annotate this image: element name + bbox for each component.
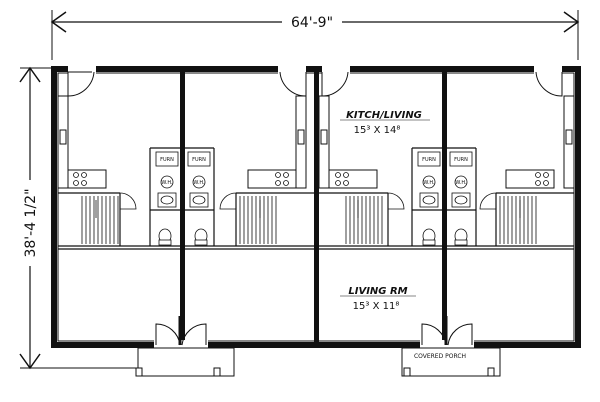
kitchen-living-label: KITCH/LIVING xyxy=(346,110,422,121)
furnace-labels: FURN FURN FURN FURN W.H. W.H. W.H. W.H. xyxy=(160,157,468,186)
width-label: 64'-9" xyxy=(291,15,333,31)
front-doors xyxy=(155,316,473,346)
front-door-openings xyxy=(68,64,562,76)
living-room-label: LIVING RM xyxy=(348,286,407,297)
covered-porches xyxy=(135,347,501,377)
living-room-size: 15³ X 11⁸ xyxy=(353,301,400,312)
kitchen-counters xyxy=(57,95,575,189)
stair-doors xyxy=(119,192,497,210)
bath-fixtures xyxy=(157,192,471,246)
furnace-label: FURN xyxy=(454,157,468,163)
width-dimension: 64'-9" xyxy=(50,10,580,60)
water-heater-label: W.H. xyxy=(193,180,205,186)
porch-label: COVERED PORCH xyxy=(414,353,466,360)
party-walls xyxy=(180,69,447,345)
mechanical-units xyxy=(155,151,473,189)
water-heater-label: W.H. xyxy=(455,180,467,186)
interior-partitions xyxy=(58,147,574,250)
kitchen-living-size: 15³ X 14⁸ xyxy=(354,125,401,136)
depth-dimension: 38'-4 1/2" xyxy=(19,66,140,370)
water-heater-label: W.H. xyxy=(161,180,173,186)
water-heater-label: W.H. xyxy=(423,180,435,186)
depth-label: 38'-4 1/2" xyxy=(23,188,39,257)
furnace-label: FURN xyxy=(422,157,436,163)
stairs xyxy=(81,196,537,244)
furnace-label: FURN xyxy=(160,157,174,163)
furnace-label: FURN xyxy=(192,157,206,163)
stove-burners xyxy=(73,172,549,186)
